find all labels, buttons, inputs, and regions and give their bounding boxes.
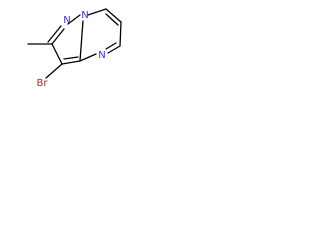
bond-c2-c3 bbox=[51, 43, 63, 65]
bond-c3-br bbox=[45, 63, 63, 79]
bond-lines bbox=[27, 8, 122, 79]
bond-c5-n4 bbox=[107, 45, 121, 54]
molecule-structure: N N N Br bbox=[27, 8, 122, 89]
bond-c6-c5 bbox=[119, 21, 122, 47]
bond-n1-c2-double bbox=[47, 25, 62, 43]
bond-n7a-c7 bbox=[87, 8, 107, 16]
bond-c7-c6-double bbox=[105, 13, 119, 26]
atom-label-br: Br bbox=[37, 78, 49, 89]
bond-n1-n7a bbox=[67, 14, 81, 25]
bond-c3-c3a-double bbox=[63, 56, 79, 60]
bond-n1-c2 bbox=[51, 28, 65, 45]
atom-label-n7a: N bbox=[81, 10, 88, 21]
bond-c3a-n7a bbox=[79, 20, 84, 62]
atom-labels: N N N Br bbox=[37, 10, 106, 89]
atom-label-n1: N bbox=[63, 15, 70, 26]
bond-n4-c3a bbox=[79, 53, 97, 62]
bond-c3-c3a bbox=[61, 60, 81, 65]
atom-label-n4: N bbox=[98, 50, 105, 61]
bond-c5-n4-double bbox=[105, 42, 117, 50]
bond-c7-c6 bbox=[105, 8, 122, 23]
